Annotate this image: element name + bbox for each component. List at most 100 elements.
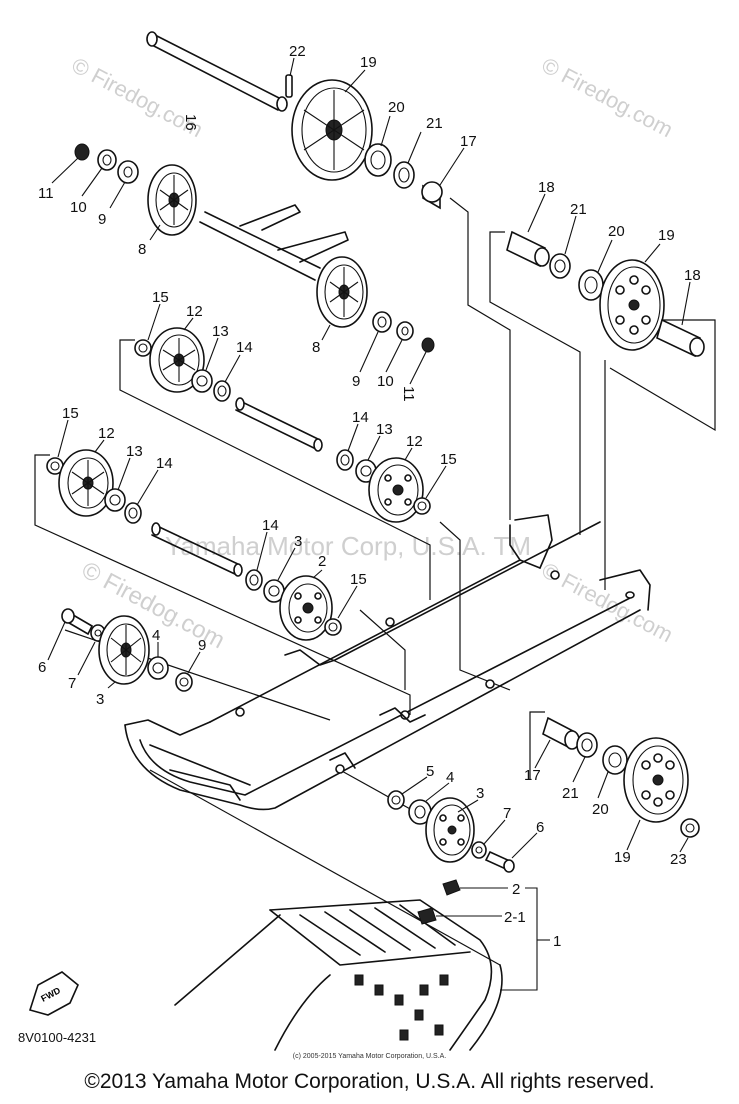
bearing-13-c [104, 488, 126, 512]
callout: 3 [476, 785, 484, 802]
callout: 20 [592, 801, 609, 818]
callout: 8 [312, 339, 320, 356]
ring-14-d [245, 569, 263, 591]
callout: 7 [503, 805, 511, 822]
ring-21-top [393, 161, 415, 189]
nut-11-upper [74, 143, 90, 161]
callout: 12 [406, 433, 423, 450]
clip-2-1 [417, 907, 437, 925]
washer-5-lower [387, 790, 405, 810]
guide-line [119, 339, 431, 600]
callout: 20 [388, 99, 405, 116]
fwd-arrow: FWD [28, 971, 79, 1016]
leader-lines [47, 57, 691, 991]
collar-17-lower [542, 716, 580, 750]
ring-21-right [549, 253, 571, 279]
callout: 15 [350, 571, 367, 588]
callout: 19 [658, 227, 675, 244]
callout: 13 [376, 421, 393, 438]
pin-22 [285, 74, 293, 98]
callout: 15 [440, 451, 457, 468]
guide-line [439, 521, 511, 691]
callout: 21 [426, 115, 443, 132]
callout: 8 [138, 241, 146, 258]
wheel-3-left [98, 615, 150, 685]
guide-line [34, 454, 411, 715]
ring-14-a [213, 380, 231, 402]
wheel-8-lower [316, 256, 368, 328]
callout: 21 [562, 785, 579, 802]
callout: 9 [98, 211, 106, 228]
guide-line [609, 319, 716, 432]
wheel-19-lower [623, 737, 689, 823]
wheel-19-top [291, 79, 373, 181]
spacer-2-left [147, 656, 169, 680]
callout: 17 [524, 767, 541, 784]
callout: 9 [352, 373, 360, 390]
bearing-20-lower [602, 745, 628, 775]
callout: 2-1 [504, 909, 526, 926]
callout: 15 [152, 289, 169, 306]
wheel-12-b [368, 457, 424, 523]
callout: 7 [68, 675, 76, 692]
callout: 23 [670, 851, 687, 868]
guide-line [449, 197, 511, 520]
wheel-3-lower [425, 797, 475, 863]
small-copyright: (c) 2005-2015 Yamaha Motor Corporation, … [292, 1053, 447, 1060]
axle-shaft-a [235, 397, 323, 452]
callout: 21 [570, 201, 587, 218]
shaft-16 [146, 31, 288, 112]
copyright-footer: ©2013 Yamaha Motor Corporation, U.S.A. A… [84, 1070, 655, 1093]
guide-line [359, 609, 406, 690]
callout: 19 [360, 54, 377, 71]
washer-15-a [134, 339, 152, 357]
callout: 20 [608, 223, 625, 240]
callout: 14 [262, 517, 279, 534]
washer-9-left [175, 672, 193, 692]
slide-rail-frame [124, 514, 651, 811]
callout: 11 [38, 185, 54, 202]
callout: 12 [98, 425, 115, 442]
callout: 14 [156, 455, 173, 472]
callout: 15 [62, 405, 79, 422]
callout: 2 [512, 881, 520, 898]
wheel-12-c [58, 449, 114, 517]
callout: 6 [536, 819, 544, 836]
callout: 19 [614, 849, 631, 866]
callout: 3 [96, 691, 104, 708]
bolt-6-lower [484, 850, 515, 873]
axle-arm [199, 204, 349, 281]
callout: 5 [426, 763, 434, 780]
ring-21-lower [576, 732, 598, 758]
bearing-20-right [578, 269, 604, 301]
callout: 10 [377, 373, 394, 390]
collar-9-upper [117, 160, 139, 184]
wheel-8-upper [147, 164, 197, 236]
bearing-3-d [263, 579, 285, 603]
guide-line [489, 231, 581, 535]
watermark-2: © Firedog.com [538, 52, 677, 142]
bearing-13-a [191, 369, 213, 393]
axle-shaft-b [151, 522, 243, 577]
collar-17-top [421, 181, 443, 210]
wheel-12-a [149, 327, 205, 393]
callout: 10 [70, 199, 87, 216]
wheel-19-right [599, 259, 665, 351]
callout: 13 [212, 323, 229, 340]
callout: 9 [198, 637, 206, 654]
guide-line [529, 711, 545, 780]
callout: 14 [236, 339, 253, 356]
callout: 2 [318, 553, 326, 570]
wheel-12-d [279, 575, 333, 641]
washer-15-b [413, 497, 431, 515]
washer-7-lower [471, 841, 487, 859]
callout: 17 [460, 133, 477, 150]
callout: 12 [186, 303, 203, 320]
washer-10-lower [396, 321, 414, 341]
callout: 22 [289, 43, 306, 60]
clip-2 [442, 879, 461, 896]
collar-18-left [506, 230, 550, 268]
callout: 13 [126, 443, 143, 460]
washer-10-upper [97, 149, 117, 171]
